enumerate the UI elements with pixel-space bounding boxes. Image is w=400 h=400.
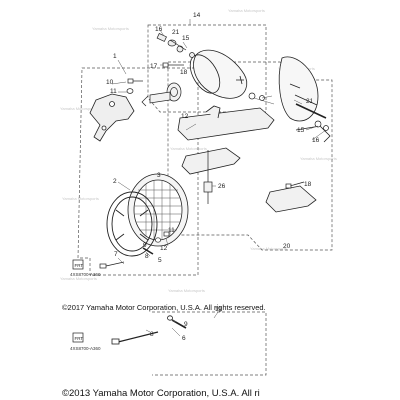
callout-20: 20: [283, 243, 291, 250]
bulb-socket: [141, 82, 182, 107]
callout-6: 6: [182, 335, 186, 342]
callout-12: 12: [160, 245, 168, 252]
rim-ring: [106, 191, 158, 257]
callout-18: 18: [304, 181, 312, 188]
lower-assembly: [111, 315, 187, 345]
watermark: Yamaha Motorsports: [62, 196, 99, 201]
part-code-symbol-lower: FRT: [72, 332, 84, 343]
headlight-stay: [177, 105, 331, 213]
copyright-notice-2013: ©2013 Yamaha Motor Corporation, U.S.A. A…: [62, 388, 260, 399]
part-code-upper: 4XS8700-A360: [70, 272, 101, 277]
callout-11: 11: [110, 88, 117, 95]
callout-2: 2: [113, 178, 117, 185]
callout-1: 1: [113, 53, 117, 60]
callout-16: 16: [155, 26, 163, 33]
callout-5: 5: [158, 257, 162, 264]
callout-21: 21: [172, 29, 180, 36]
callout-21: 21: [306, 98, 314, 105]
mounting-bolts-upper: [156, 33, 195, 58]
callout-9: 9: [143, 242, 147, 249]
watermark: Yamaha Motorsports: [60, 106, 97, 111]
callout-8: 8: [145, 253, 149, 260]
callout-14: 14: [193, 12, 201, 19]
callout-labels: 14 16 21 15 17 18 1 10 11 12 21 15 16 18…: [106, 12, 320, 342]
callout-3: 3: [157, 172, 161, 179]
callout-17: 17: [150, 63, 158, 70]
callout-11: 11: [168, 227, 175, 234]
group-frame-1: [77, 67, 199, 276]
headlight-unit: [127, 173, 189, 247]
headlight-housing-rear: [278, 56, 327, 122]
watermark: Yamaha Motorsports: [228, 8, 265, 13]
callout-10: 10: [106, 79, 114, 86]
mounting-bracket: [89, 93, 135, 142]
callout-15: 15: [297, 127, 305, 134]
watermark: Yamaha Motorsports: [168, 288, 205, 293]
svg-text:FRT: FRT: [75, 336, 84, 341]
part-code-symbol-upper: FRT: [72, 259, 84, 270]
callout-26: 26: [218, 183, 226, 190]
callout-16: 16: [312, 137, 320, 144]
bolts-21-15-16: [248, 92, 329, 131]
watermark: Yamaha Motorsports: [300, 156, 337, 161]
watermark: Yamaha Motorsports: [170, 146, 207, 151]
callout-9: 9: [184, 321, 188, 328]
watermark: Yamaha Motorsports: [60, 276, 97, 281]
headlight-housing: [189, 49, 248, 99]
screw-10-11: [126, 78, 143, 94]
callout-12: 12: [181, 113, 189, 120]
callout-8: 8: [150, 331, 154, 338]
callout-11: 11: [215, 306, 222, 313]
part-code-lower: 4XS8700-A360: [70, 346, 101, 351]
callout-18: 18: [180, 69, 188, 76]
callout-7: 7: [114, 251, 118, 258]
watermark: Yamaha Motorsports: [250, 246, 287, 251]
group-frame-lower: [152, 311, 267, 376]
bolt-17: [162, 62, 184, 68]
adjuster-screws: [99, 231, 170, 269]
callout-15: 15: [182, 35, 190, 42]
copyright-notice-2017: ©2017 Yamaha Motor Corporation, U.S.A. A…: [62, 303, 266, 312]
connector-26: [203, 150, 213, 204]
svg-text:FRT: FRT: [75, 263, 84, 268]
watermark: Yamaha Motorsports: [92, 26, 129, 31]
